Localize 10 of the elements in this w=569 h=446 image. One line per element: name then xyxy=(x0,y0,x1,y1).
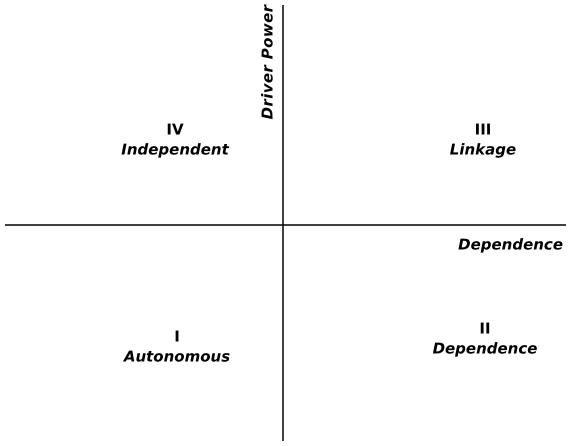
quadrant-number: IV xyxy=(166,122,184,138)
axis-title: Dependence xyxy=(458,238,563,252)
quadrant-name: Independent xyxy=(121,142,229,158)
quadrant-number: II xyxy=(479,322,491,336)
quadrant-number: I xyxy=(174,330,180,344)
axis-title: Driver Power xyxy=(260,4,276,120)
quadrant-name: Dependence xyxy=(432,342,538,356)
quadrant-name: Autonomous xyxy=(124,350,230,364)
quadrant-name: Linkage xyxy=(450,142,516,158)
quadrant-number: III xyxy=(474,122,492,138)
